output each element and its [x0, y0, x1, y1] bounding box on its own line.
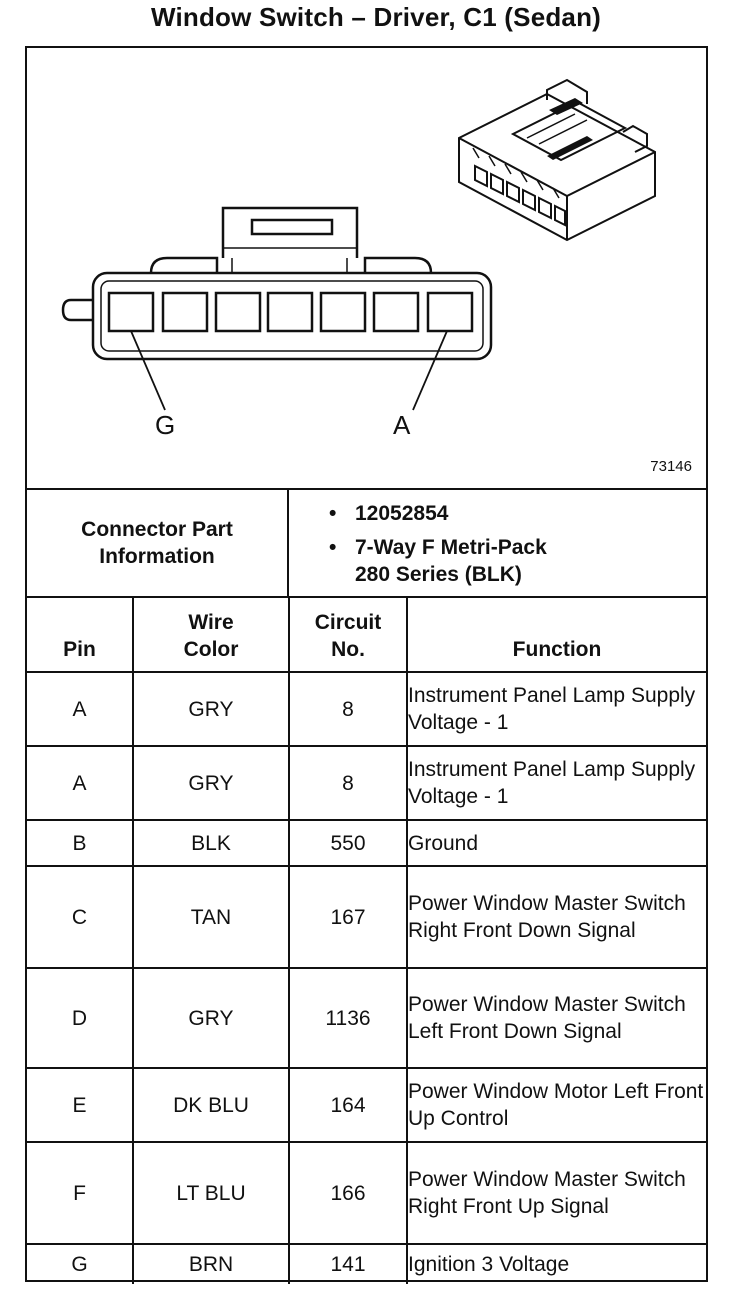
header-pin: Pin	[27, 598, 134, 673]
function-cell: Power Window Master Switch Right Front D…	[406, 865, 706, 969]
function-cell: Ignition 3 Voltage	[406, 1243, 706, 1284]
header-function: Function	[406, 598, 706, 673]
function-cell: Instrument Panel Lamp Supply Voltage - 1	[406, 745, 706, 821]
table-row: D GRY 1136 Power Window Master Switch Le…	[27, 967, 706, 1069]
bullet-icon: •	[329, 536, 337, 559]
wire-color-cell: GRY	[132, 967, 290, 1069]
circuit-cell: 550	[288, 819, 408, 867]
header-wire-color: Wire Color	[132, 598, 290, 673]
connector-sheet: G A 73146 Connector Part Information • 1…	[25, 46, 708, 1284]
wire-color-cell: LT BLU	[132, 1141, 290, 1245]
pin-cell: B	[27, 819, 134, 867]
wire-color-cell: BRN	[132, 1243, 290, 1284]
part-number: 12052854	[355, 502, 449, 525]
connector-diagram: G A 73146	[27, 48, 706, 488]
wire-color-cell: TAN	[132, 865, 290, 969]
table-row: F LT BLU 166 Power Window Master Switch …	[27, 1141, 706, 1245]
pin-cell: A	[27, 745, 134, 821]
circuit-cell: 141	[288, 1243, 408, 1284]
wire-color-cell: BLK	[132, 819, 290, 867]
reference-number: 73146	[650, 458, 692, 475]
connector-info-label: Connector Part Information	[27, 490, 289, 596]
circuit-cell: 1136	[288, 967, 408, 1069]
table-row: G BRN 141 Ignition 3 Voltage	[27, 1243, 706, 1284]
header-wire-color-line2: Color	[183, 638, 239, 661]
header-circuit-line2: No.	[331, 638, 365, 661]
connector-info-values: • 12052854 • 7-Way F Metri-Pack 280 Seri…	[289, 490, 706, 596]
wire-color-cell: DK BLU	[132, 1067, 290, 1143]
connector-type: 7-Way F Metri-Pack 280 Series (BLK)	[355, 536, 547, 586]
pinout-table: Pin Wire Color Circuit No. Function A GR…	[27, 598, 706, 1284]
pin-cell: D	[27, 967, 134, 1069]
header-wire-color-line1: Wire	[188, 611, 234, 634]
header-circuit-no: Circuit No.	[288, 598, 408, 673]
connector-info-label-line1: Connector Part	[81, 518, 233, 541]
pin-cell: E	[27, 1067, 134, 1143]
circuit-cell: 167	[288, 865, 408, 969]
table-row: B BLK 550 Ground	[27, 819, 706, 867]
function-cell: Power Window Master Switch Left Front Do…	[406, 967, 706, 1069]
table-row: E DK BLU 164 Power Window Motor Left Fro…	[27, 1067, 706, 1143]
circuit-cell: 164	[288, 1067, 408, 1143]
circuit-cell: 8	[288, 745, 408, 821]
bullet-icon: •	[329, 502, 337, 525]
function-cell: Ground	[406, 819, 706, 867]
table-row: A GRY 8 Instrument Panel Lamp Supply Vol…	[27, 671, 706, 747]
function-cell: Power Window Master Switch Right Front U…	[406, 1141, 706, 1245]
pin-cell: C	[27, 865, 134, 969]
wire-color-cell: GRY	[132, 745, 290, 821]
circuit-cell: 8	[288, 671, 408, 747]
connector-face-drawing	[61, 78, 656, 411]
page-title: Window Switch – Driver, C1 (Sedan)	[150, 2, 602, 32]
table-row: C TAN 167 Power Window Master Switch Rig…	[27, 865, 706, 969]
wire-color-cell: GRY	[132, 671, 290, 747]
pin-label-a: A	[393, 410, 411, 440]
function-cell: Power Window Motor Left Front Up Control	[406, 1067, 706, 1143]
table-header-row: Pin Wire Color Circuit No. Function	[27, 598, 706, 673]
table-row: A GRY 8 Instrument Panel Lamp Supply Vol…	[27, 745, 706, 821]
circuit-cell: 166	[288, 1141, 408, 1245]
connector-part-info: Connector Part Information • 12052854 • …	[27, 488, 706, 598]
pin-cell: A	[27, 671, 134, 747]
function-cell: Instrument Panel Lamp Supply Voltage - 1	[406, 671, 706, 747]
pin-label-g: G	[155, 410, 176, 440]
connector-info-label-line2: Information	[99, 545, 215, 568]
header-circuit-line1: Circuit	[314, 611, 382, 634]
pin-cell: G	[27, 1243, 134, 1284]
pin-cell: F	[27, 1141, 134, 1245]
